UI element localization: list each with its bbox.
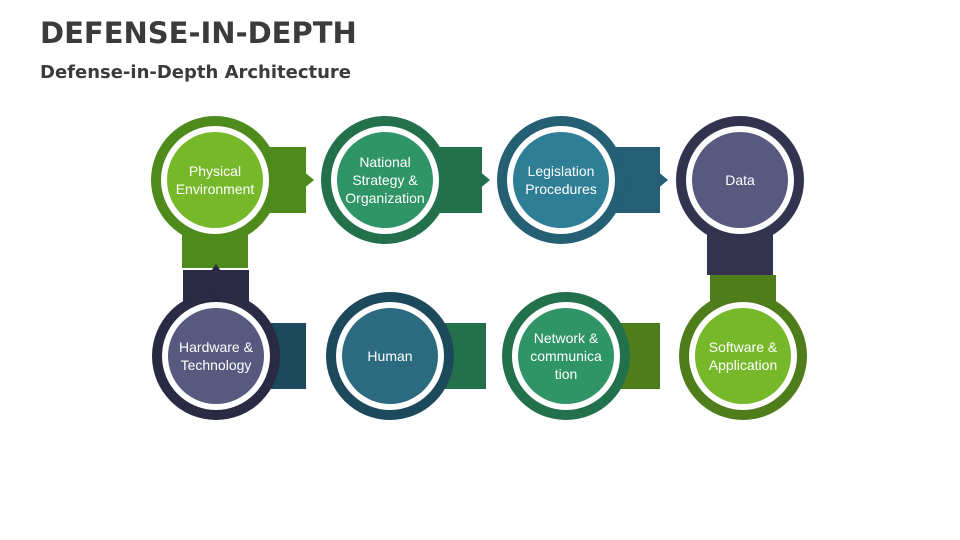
node-core <box>342 308 438 404</box>
stage-label-line: tion <box>555 366 578 382</box>
stage-label-line: Procedures <box>525 181 597 197</box>
stage-node-5: Software & Application <box>679 292 807 420</box>
node-core <box>695 308 791 404</box>
stage-label-line: Organization <box>345 190 424 206</box>
stage-label-line: Data <box>725 172 755 188</box>
node-core <box>518 308 614 404</box>
stage-label-line: Strategy & <box>352 172 418 188</box>
arrow-8-1 <box>206 264 226 278</box>
stage-label-line: Network & <box>534 330 599 346</box>
node-core <box>513 132 609 228</box>
stage-label-line: Physical <box>189 163 241 179</box>
stage-label-line: Technology <box>181 357 252 373</box>
stage-node-4: Data <box>676 116 804 244</box>
arrow-4-5 <box>730 262 750 276</box>
stage-label-line: Hardware & <box>179 339 254 355</box>
stage-label-line: communica <box>530 348 602 364</box>
stage-label-line: Human <box>367 348 412 364</box>
node-core <box>337 132 433 228</box>
slide-subtitle: Defense-in-Depth Architecture <box>40 62 352 83</box>
node-core <box>692 132 788 228</box>
stage-node-8: Hardware & Technology <box>152 292 280 420</box>
stage-label-line: Legislation <box>528 163 595 179</box>
stage-label-line: Application <box>709 357 778 373</box>
node-core <box>168 308 264 404</box>
stage-node-7: Human <box>326 292 454 420</box>
slide-title: DEFENSE-IN-DEPTH <box>40 16 357 50</box>
node-core <box>167 132 263 228</box>
stage-label-line: National <box>359 154 410 170</box>
stage-label-line: Environment <box>176 181 255 197</box>
stage-node-6: Network & communica tion <box>502 292 630 420</box>
stage-label-line: Software & <box>709 339 778 355</box>
